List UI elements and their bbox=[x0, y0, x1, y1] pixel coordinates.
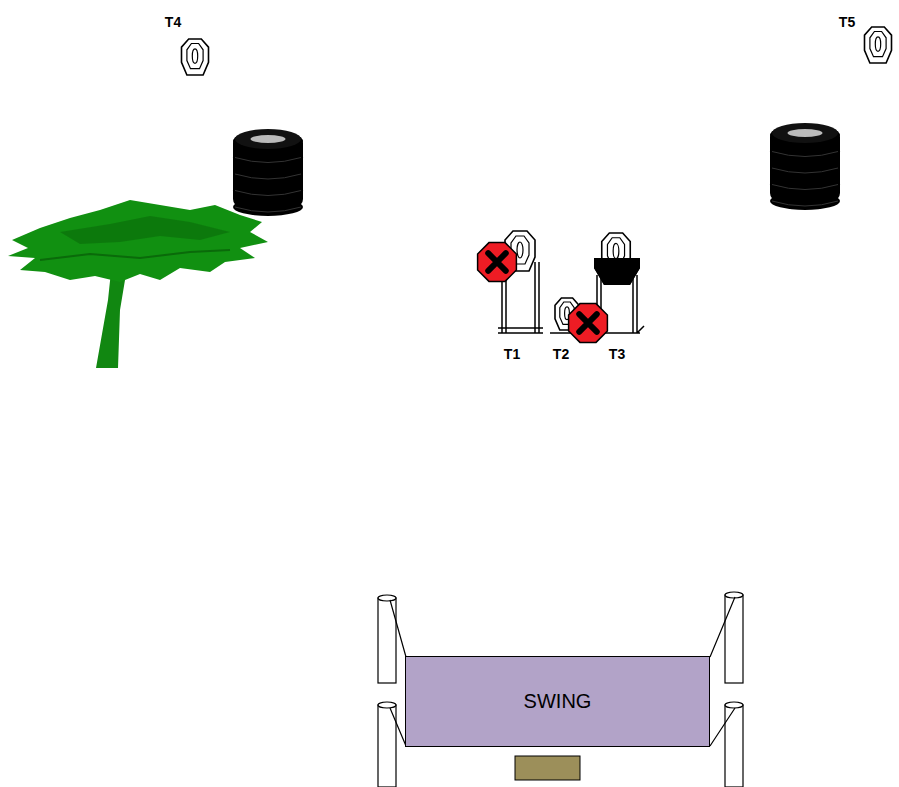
tree bbox=[8, 200, 268, 368]
start-plank bbox=[515, 756, 580, 780]
target-label: T3 bbox=[609, 347, 625, 361]
tire-stack bbox=[770, 123, 840, 210]
swing-frame bbox=[378, 592, 743, 787]
target-label: T5 bbox=[839, 15, 855, 29]
tire-stack bbox=[233, 129, 303, 216]
target-hardcover bbox=[594, 258, 640, 285]
target-hardcover bbox=[594, 258, 640, 285]
target-label: T1 bbox=[504, 347, 520, 361]
swing-box: SWING bbox=[405, 656, 710, 747]
no-shoot-target bbox=[569, 304, 608, 343]
no-shoot-target bbox=[478, 243, 517, 282]
paper-target bbox=[182, 39, 209, 75]
node-text: SWING bbox=[524, 690, 592, 713]
paper-target bbox=[865, 27, 892, 63]
target-label: T4 bbox=[165, 15, 181, 29]
target-label: T2 bbox=[553, 347, 569, 361]
